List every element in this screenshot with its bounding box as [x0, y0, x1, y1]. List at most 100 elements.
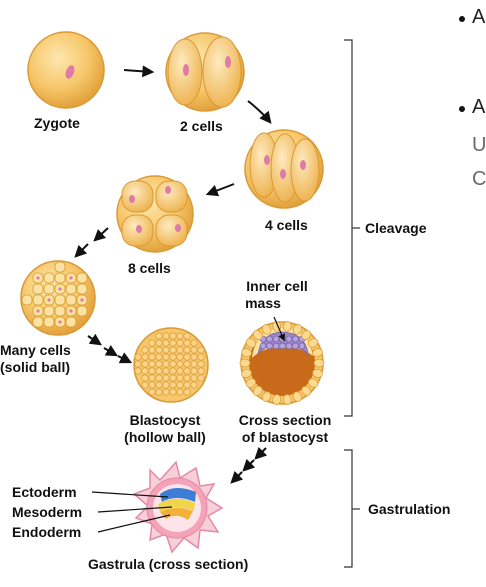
morula-nucleus	[69, 276, 73, 280]
blastocyst-cell	[190, 353, 198, 361]
blastocyst-cell	[176, 339, 184, 347]
morula-cell	[43, 305, 55, 317]
blastocyst-cell	[148, 374, 156, 382]
morula-nucleus	[69, 309, 73, 313]
blastocyst-cell	[190, 339, 198, 347]
morula-nucleus	[58, 320, 62, 324]
blastocyst-cell	[169, 367, 177, 375]
trophoblast-cell	[312, 368, 323, 378]
inner-cell	[279, 342, 286, 350]
blastocyst-cell	[169, 339, 177, 347]
trophoblast-cell	[245, 338, 256, 348]
trophoblast-cell	[301, 386, 312, 396]
label-blastocyst: Blastocyst	[129, 412, 201, 428]
blastocyst-cell	[155, 381, 163, 389]
label-zygote: Zygote	[34, 115, 80, 131]
morula-nucleus	[80, 298, 84, 302]
mesoderm-layer	[158, 498, 195, 512]
trophoblast-cell	[241, 348, 252, 358]
cut-text-4: C	[472, 168, 486, 190]
zygote-cell	[27, 31, 105, 109]
blastocyst-cell	[190, 346, 198, 354]
blastocyst-cell	[169, 353, 177, 361]
blastocyst-cell	[162, 339, 170, 347]
gastrulation-bracket	[344, 449, 360, 568]
blastocyst-cell	[183, 360, 191, 368]
label-inner-cell: Inner cell	[246, 278, 308, 294]
label-gastrula: Gastrula (cross section)	[88, 556, 249, 572]
gastrula	[132, 460, 224, 554]
blastocyst-cell	[183, 388, 191, 396]
label-solid-ball: (solid ball)	[0, 359, 70, 375]
morula-cell	[65, 294, 77, 306]
blastocyst-cell	[176, 388, 184, 396]
blastocyst-cell	[169, 360, 177, 368]
blastocyst-cell	[190, 381, 198, 389]
blastocyst-cell	[148, 381, 156, 389]
label-four-cells: 4 cells	[265, 217, 308, 233]
cut-text-3: U	[472, 134, 486, 156]
blastocyst-cell	[162, 367, 170, 375]
blastocyst-cell	[134, 360, 142, 368]
blastocyst-cell	[169, 346, 177, 354]
blastocyst-cell	[197, 353, 205, 361]
blastocyst-cell	[197, 367, 205, 375]
morula-cell	[32, 294, 44, 306]
inner-cell	[285, 342, 293, 350]
cleavage-bracket	[344, 39, 360, 417]
morula-cell	[54, 261, 66, 273]
morula-cell	[21, 294, 33, 306]
inner-cell	[272, 342, 280, 350]
label-endoderm: Endoderm	[12, 524, 82, 540]
inner-cell	[298, 342, 306, 350]
trophoblast-cell	[301, 330, 312, 340]
bullet-1	[459, 16, 465, 22]
label-cross-section: Cross section	[238, 412, 332, 428]
blastocyst-cell	[155, 332, 163, 340]
blastocyst-cell	[162, 346, 170, 354]
blastocyst-cell	[141, 353, 149, 361]
inner-cell	[272, 335, 280, 343]
morula-nucleus	[47, 298, 51, 302]
label-gastrulation: Gastrulation	[368, 501, 451, 517]
morula-solid-ball	[20, 260, 96, 336]
inner-cell	[292, 335, 299, 343]
morula-cell	[76, 272, 88, 284]
blastocyst-cell	[141, 367, 149, 375]
blastocyst-cell	[155, 374, 163, 382]
morula-cell	[76, 305, 88, 317]
blastocyst-cell	[148, 360, 156, 368]
blastocyst-cell	[176, 381, 184, 389]
trophoblast-cell	[272, 394, 282, 405]
blastocyst-cell	[141, 360, 149, 368]
morula-cell	[65, 316, 77, 328]
blastocyst-cell	[183, 353, 191, 361]
label-of-blastocyst: of blastocyst	[241, 429, 329, 445]
blastocyst-cell	[155, 339, 163, 347]
trophoblast-cell	[282, 321, 292, 332]
eight-cell-embryo	[116, 175, 194, 253]
blastocyst-cell	[183, 381, 191, 389]
trophoblast-cell	[252, 330, 263, 340]
blastocyst-cell	[155, 353, 163, 361]
blastocyst-cell	[197, 346, 205, 354]
label-mesoderm: Mesoderm	[12, 504, 83, 520]
morula-cell	[54, 305, 66, 317]
label-hollow-ball: (hollow ball)	[124, 429, 206, 445]
blastocyst-cell	[169, 374, 177, 382]
four-cell-embryo	[244, 129, 324, 209]
blastocyst-cell	[190, 367, 198, 375]
two-cell-embryo	[165, 32, 245, 112]
inner-cell	[285, 335, 293, 343]
trophoblast-cell	[292, 391, 302, 402]
blastocyst-cell	[162, 374, 170, 382]
blastocyst-hollow-ball	[133, 327, 209, 403]
morula-cell	[32, 316, 44, 328]
morula-nucleus	[36, 276, 40, 280]
trophoblast-cell	[262, 391, 272, 402]
inner-cell	[266, 342, 273, 350]
morula-cell	[76, 283, 88, 295]
label-ectoderm: Ectoderm	[12, 484, 77, 500]
morula-cell	[65, 283, 77, 295]
